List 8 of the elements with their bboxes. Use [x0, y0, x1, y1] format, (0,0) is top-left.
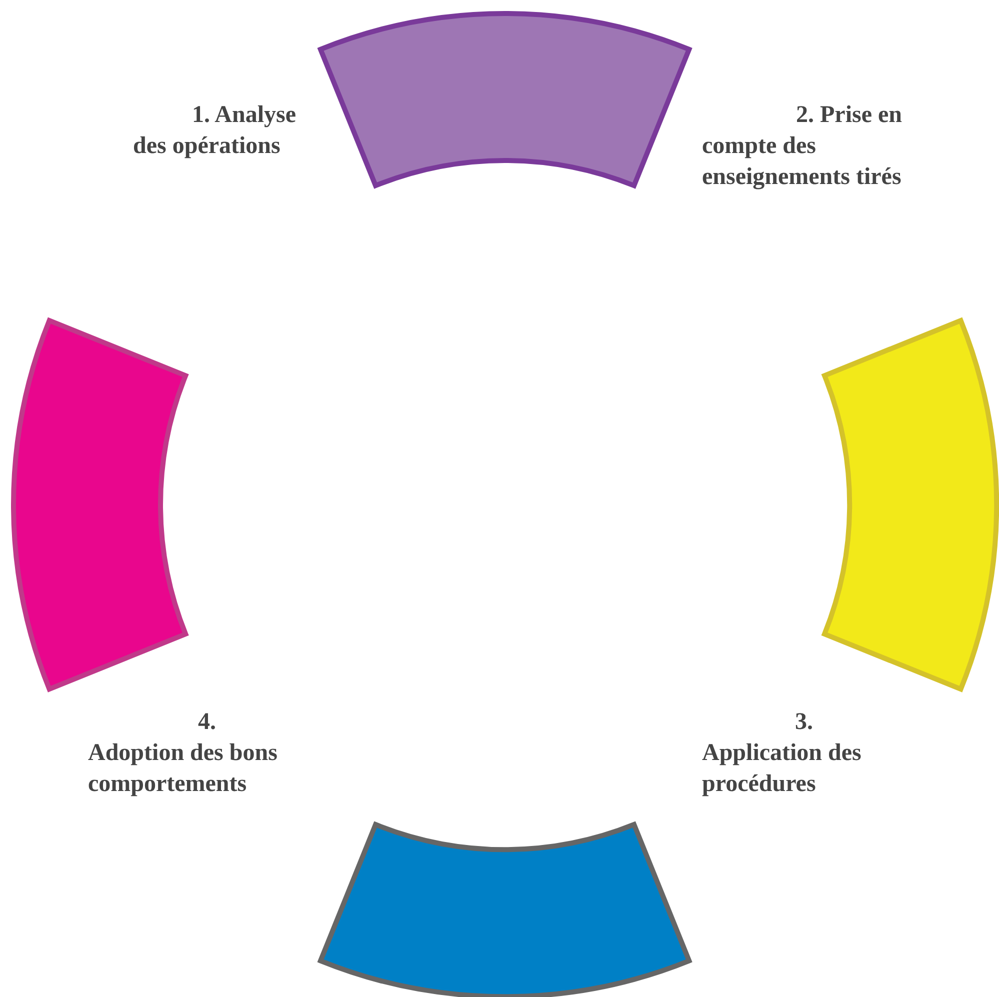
step-label: 4. Adoption des bons comportements [88, 708, 278, 799]
step-label: 3. Application des procédures [702, 708, 862, 799]
ring-segment [822, 318, 999, 692]
ring-segment [318, 10, 692, 188]
step-label: 2. Prise en compte des enseignements tirés [702, 101, 903, 192]
ring-segment [10, 318, 188, 692]
step-label: 1. Analyse des opérations [133, 101, 298, 161]
ring-segment [318, 822, 692, 997]
